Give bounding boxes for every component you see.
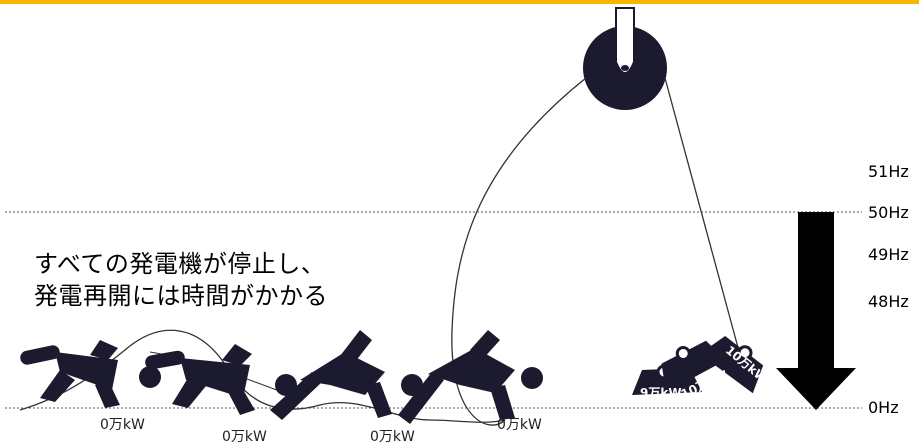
hz-label-49: 49Hz [868,245,909,264]
caption-line-1: すべての発電機が停止し、 [34,250,326,278]
generator-output-1: 0万kW [100,417,145,433]
rope-right [664,77,741,356]
fallen-figure-4-icon [398,330,543,424]
generator-output-2: 0万kW [222,429,267,445]
weight-label-9: 9万kW [640,386,682,400]
hz-label-51: 51Hz [868,162,909,181]
hz-label-0: 0Hz [868,398,899,417]
hz-label-50: 50Hz [868,203,909,222]
frequency-drop-arrow [776,212,856,410]
caption-line-2: 発電再開には時間がかかる [34,282,328,310]
fallen-figure-2-icon [145,344,297,415]
fallen-figure-3-icon [270,330,423,420]
hz-label-48: 48Hz [868,292,909,311]
weight-10b-icon [699,336,764,394]
pulley-icon [583,7,667,110]
fallen-figure-1-icon [20,340,161,408]
top-accent-bar [0,0,919,4]
generator-output-4: 0万kW [497,417,542,433]
generator-output-3: 0万kW [370,429,415,445]
